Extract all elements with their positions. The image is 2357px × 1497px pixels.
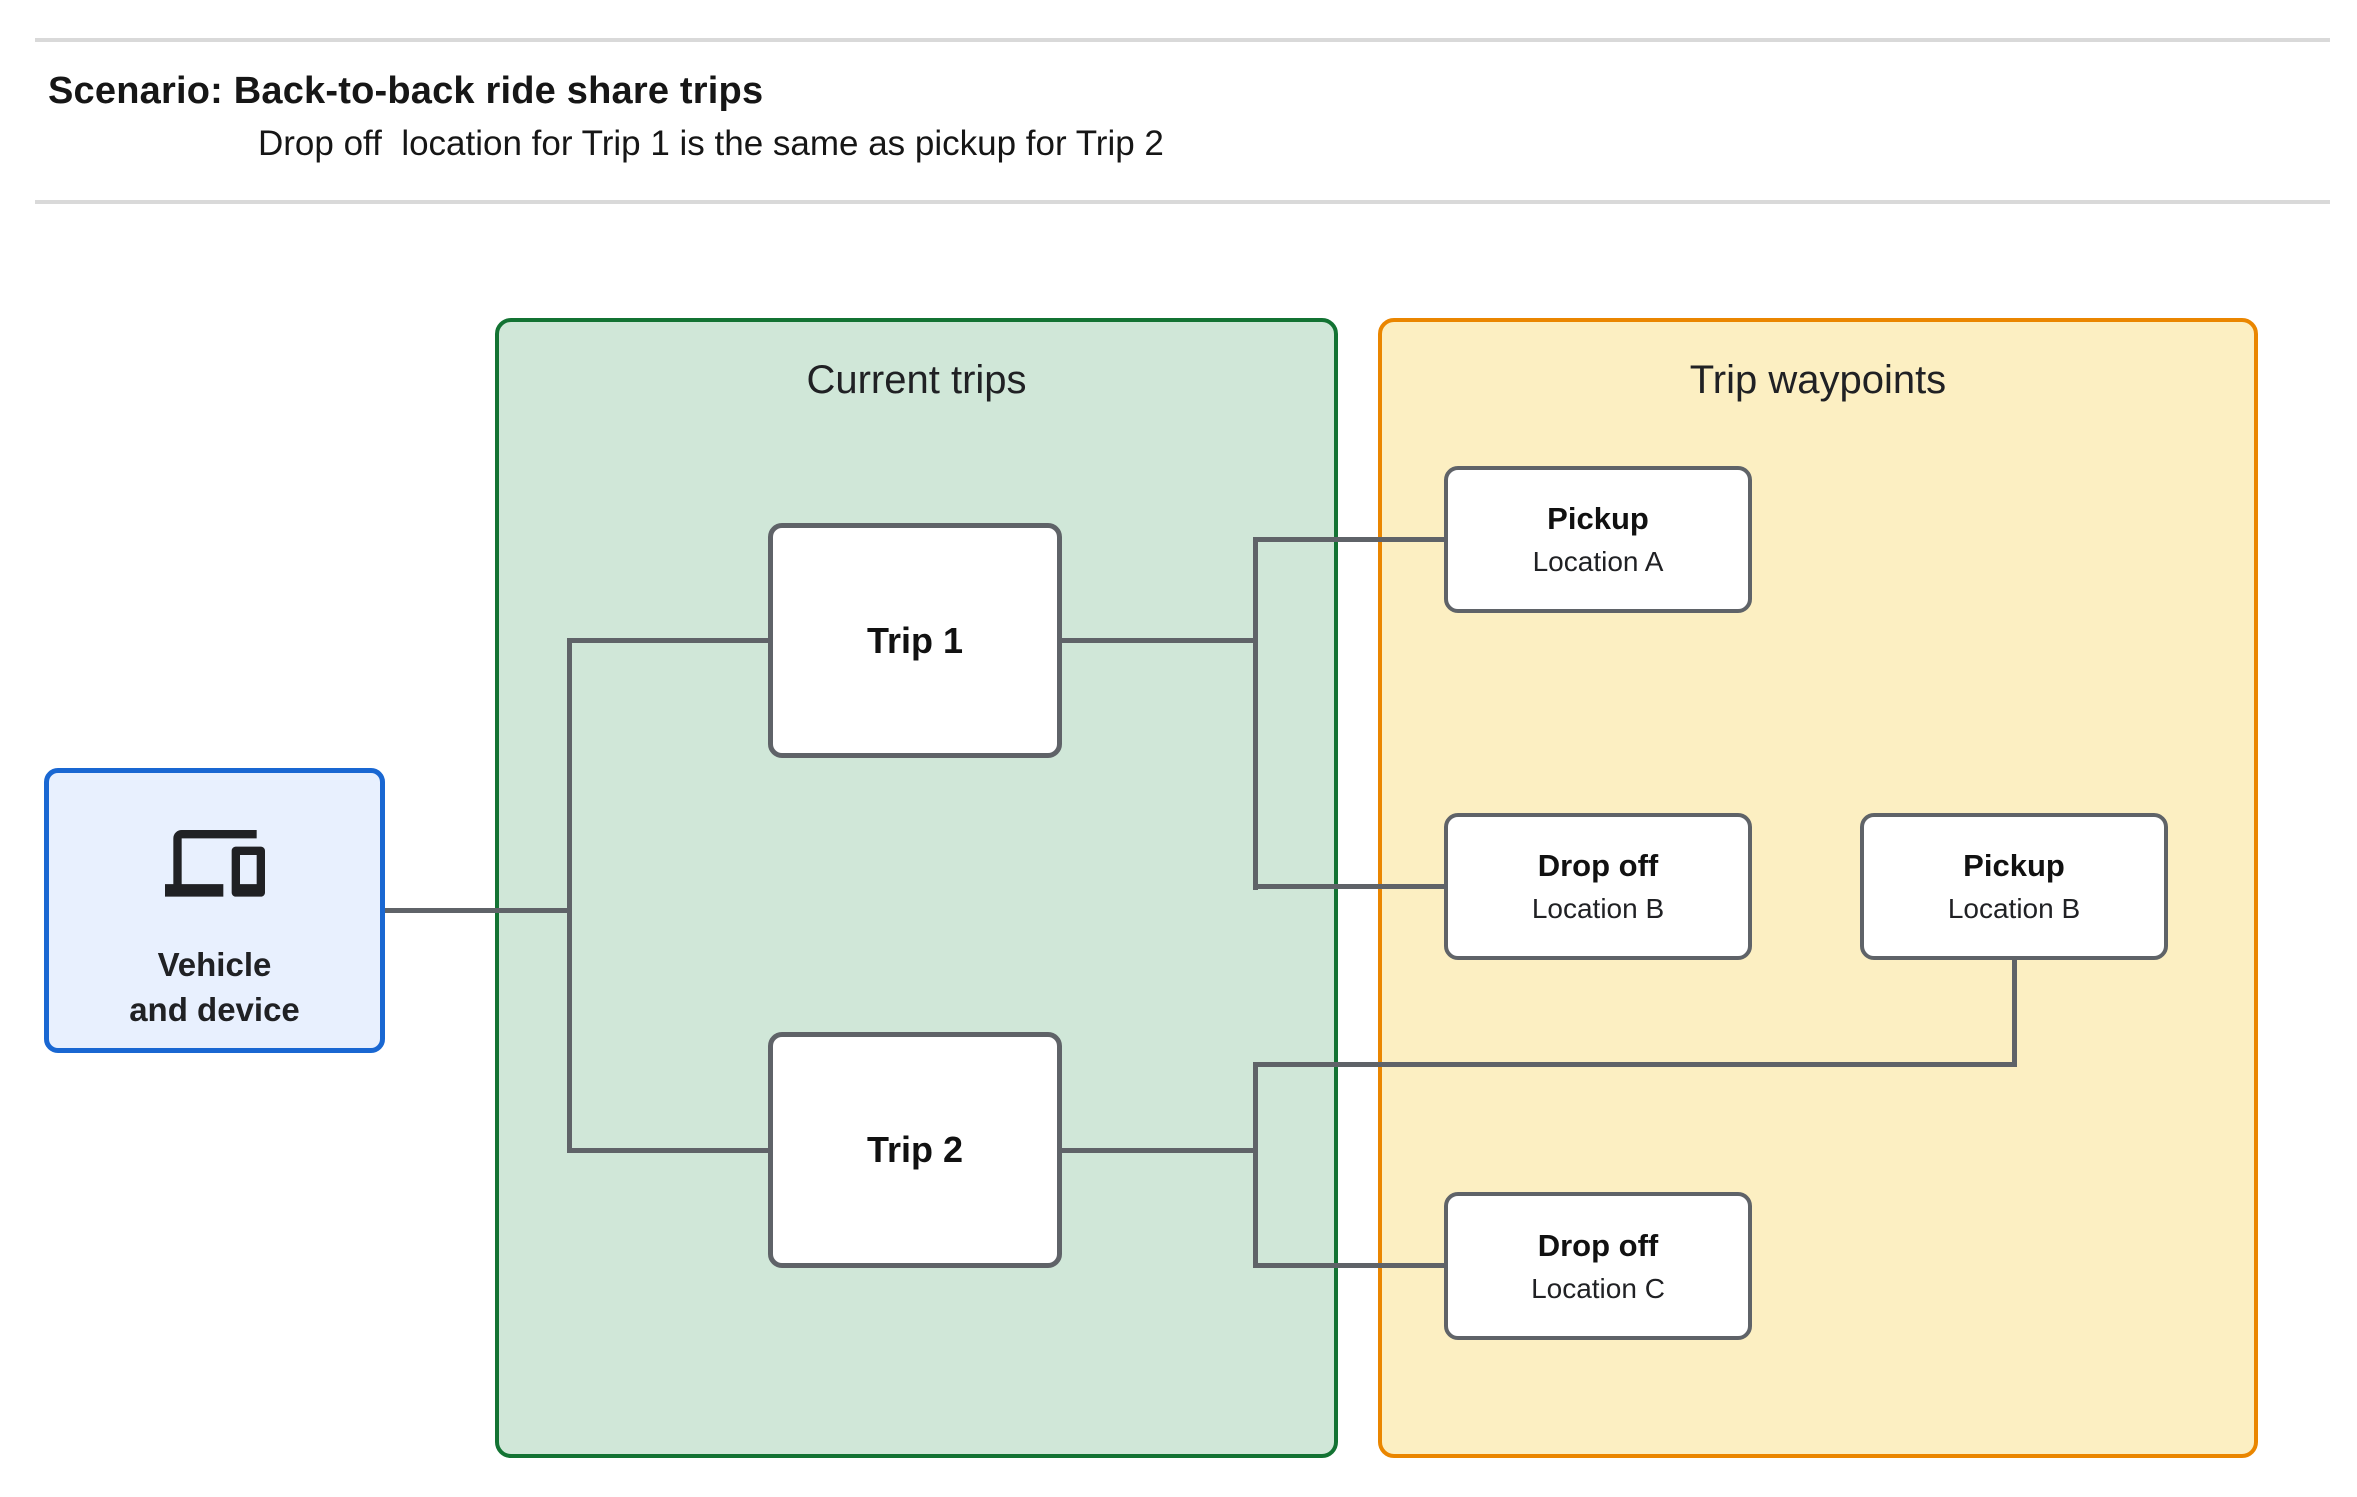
connector-bus2-to-dropoff-c	[1253, 1263, 1444, 1268]
pickup-location-b-node: Pickup Location B	[1860, 813, 2168, 960]
trip2-label: Trip 2	[866, 1129, 964, 1170]
connector-bus-to-trip2	[567, 1148, 768, 1153]
connector-left-bus	[567, 638, 572, 1153]
connector-bus-to-trip1	[567, 638, 768, 643]
pickup-location-a-node: Pickup Location A	[1444, 466, 1752, 613]
current-trips-title: Current trips	[806, 358, 1027, 402]
connector-right-bus2	[1253, 1062, 1258, 1268]
connector-vehicle-to-bus	[385, 908, 572, 913]
top-divider	[35, 38, 2330, 42]
trip1-node: Trip 1	[768, 523, 1062, 758]
pickup-a-subtitle: Location A	[1532, 546, 1664, 578]
connector-trip1-to-bus1	[1062, 638, 1258, 643]
vehicle-label-line2: and device	[129, 990, 300, 1028]
dropoff-c-subtitle: Location C	[1531, 1272, 1665, 1304]
page-title: Scenario: Back-to-back ride share trips	[48, 70, 764, 112]
dropoff-b-title: Drop off	[1537, 848, 1659, 884]
dropoff-location-b-node: Drop off Location B	[1444, 813, 1752, 960]
trip-waypoints-title: Trip waypoints	[1689, 358, 1947, 402]
pickup-a-title: Pickup	[1547, 501, 1649, 537]
connector-right-bus1	[1253, 537, 1258, 890]
vehicle-label: Vehicle and device	[129, 943, 300, 1032]
trip1-label: Trip 1	[866, 619, 964, 661]
pickup-b-title: Pickup	[1963, 848, 2065, 884]
devices-icon	[164, 830, 265, 897]
header-divider	[35, 200, 2330, 204]
dropoff-c-title: Drop off	[1537, 1227, 1659, 1263]
dropoff-location-c-node: Drop off Location C	[1444, 1192, 1752, 1340]
connector-trip2-to-bus2	[1062, 1148, 1258, 1153]
page-subtitle: Drop off location for Trip 1 is the same…	[258, 124, 1164, 163]
dropoff-b-subtitle: Location B	[1531, 893, 1665, 925]
connector-pickup-b-drop	[2012, 958, 2017, 1067]
connector-bus1-to-pickup-a	[1253, 537, 1444, 542]
connector-bus2-to-pickup-b	[1253, 1062, 2017, 1067]
vehicle-and-device-node: Vehicle and device	[44, 768, 385, 1053]
vehicle-label-line1: Vehicle	[157, 946, 272, 983]
pickup-b-subtitle: Location B	[1947, 893, 2081, 925]
connector-bus1-to-dropoff-b	[1253, 884, 1444, 889]
trip2-node: Trip 2	[768, 1032, 1062, 1268]
current-trips-group: Current trips	[495, 318, 1338, 1458]
